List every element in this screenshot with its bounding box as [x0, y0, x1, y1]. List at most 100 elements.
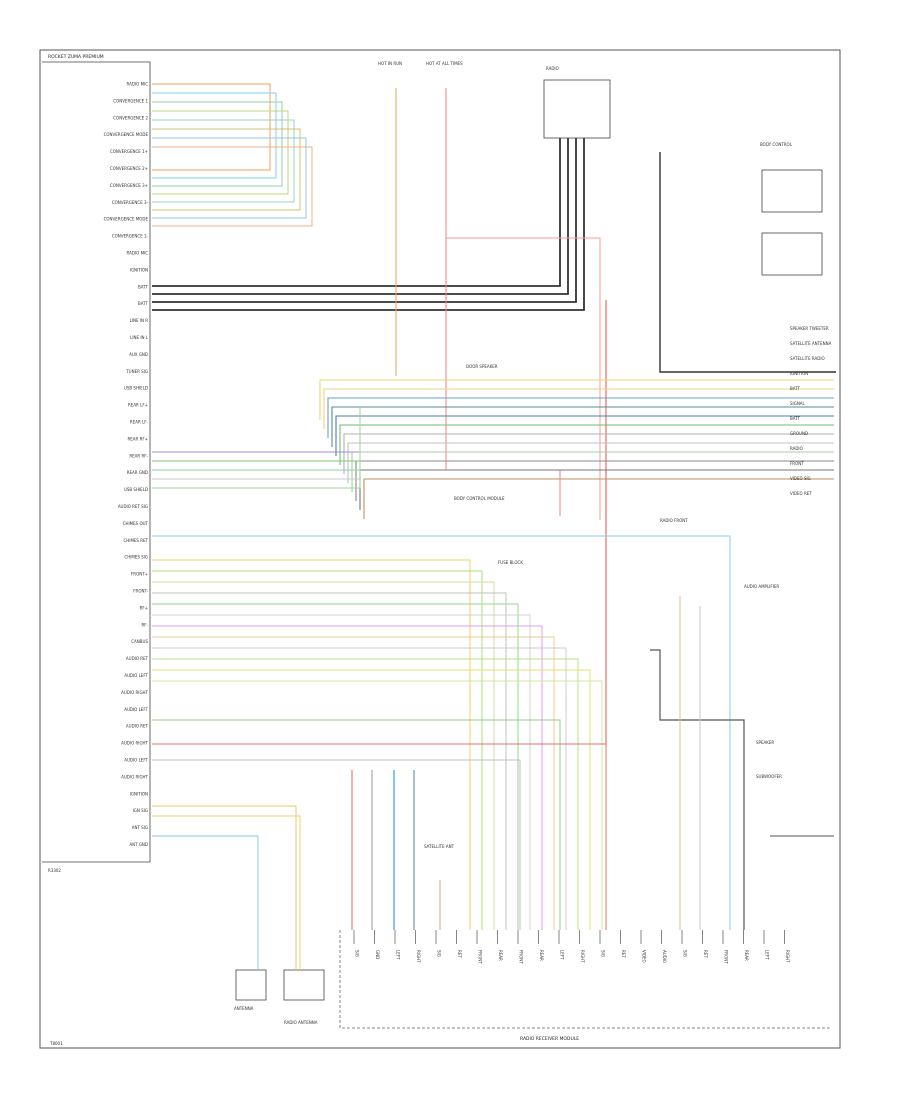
- amplifier-wire: [152, 669, 591, 930]
- left-module-outline: [42, 61, 151, 863]
- bottom-pin-label: LEFT: [765, 950, 770, 960]
- left-pin-label: AUDIO LEFT: [124, 673, 148, 678]
- left-pin-label: AUDIO RET: [126, 724, 149, 729]
- left-pin-label: RF-: [141, 622, 148, 627]
- right-pin-label: FRONT: [790, 461, 804, 466]
- amplifier-wire: [152, 570, 483, 930]
- bottom-pin-label: SIG: [683, 950, 688, 957]
- diagram-frame: [39, 49, 841, 1049]
- left-pin-label: CONVERGENCE 3+: [110, 183, 148, 188]
- bottom-pin-label: REAR: [744, 950, 749, 961]
- left-pin-label: USB SHIELD: [124, 386, 148, 391]
- left-pin-label: CONVERGENCE MODE: [104, 132, 149, 137]
- left-pin-label: CONVERGENCE 3-: [112, 200, 149, 205]
- left-pin-label: BATT: [138, 284, 149, 289]
- left-pin-label: AUDIO LEFT: [124, 758, 148, 763]
- right-pin-label: SPEAKER TWEETER: [790, 326, 829, 331]
- antenna-signal-wire-2: [152, 815, 301, 970]
- signal-wire: [339, 424, 834, 465]
- top-label-hot-in-run: HOT IN RUN: [378, 61, 402, 66]
- signal-wire: [359, 469, 834, 510]
- antenna-signal-wire: [152, 805, 297, 970]
- left-pin-label: CONVERGENCE 1+: [110, 149, 148, 154]
- callout-satellite-ant: SATELLITE ANT: [424, 844, 455, 849]
- cyan-amp-wire: [152, 535, 731, 930]
- bottom-pin-label: RIGHT: [416, 950, 421, 963]
- antenna-ground-wire: [152, 835, 259, 970]
- callout-body-control-module: BODY CONTROL MODULE: [454, 496, 505, 501]
- mid-wire: [152, 432, 361, 462]
- bottom-pin-label: SIG: [437, 950, 442, 957]
- left-pin-label: FRONT-: [133, 589, 148, 594]
- amplifier-wire: [152, 559, 471, 930]
- callout-audio-amplifier: AUDIO AMPLIFIER: [744, 584, 779, 589]
- signal-wire: [335, 415, 834, 456]
- left-pin-label: FRONT+: [131, 572, 148, 577]
- mid-wire: [152, 424, 361, 471]
- left-pin-label: CONVERGENCE 2: [113, 115, 148, 120]
- bottom-pin-label: RIGHT: [785, 950, 790, 963]
- left-pin-label: LINE IN R: [130, 318, 149, 323]
- bottom-pin-label: REAR: [539, 950, 544, 961]
- convergence-wire: [152, 101, 283, 187]
- left-pin-label: REAR RF+: [127, 436, 148, 441]
- amplifier-wire: [152, 636, 555, 930]
- bottom-pin-label: RIGHT: [580, 950, 585, 963]
- mid-wire: [152, 408, 361, 489]
- convergence-wire: [152, 137, 307, 219]
- left-pin-label: LINE IN L: [130, 335, 149, 340]
- left-pin-label: USB SHIELD: [124, 487, 148, 492]
- amplifier-wire: [152, 581, 495, 930]
- antenna-label-a: ANTENNA: [234, 1006, 254, 1011]
- right-pin-label: GROUND: [790, 431, 808, 436]
- left-pin-label: CONVERGENCE 1: [113, 98, 148, 103]
- amplifier-wire: [152, 592, 507, 930]
- satellite-radio-box: [761, 232, 823, 276]
- amplifier-wire: [152, 614, 531, 930]
- right-pin-label: IGNITION: [790, 371, 808, 376]
- antenna-box-left: [235, 969, 267, 1001]
- amplifier-wire: [152, 680, 603, 930]
- convergence-wire: [152, 83, 271, 171]
- bottom-pin-label: LEFT: [396, 950, 401, 960]
- left-pin-label: ANT SIG: [132, 825, 148, 830]
- callout-fuse-block: FUSE BLOCK: [498, 560, 523, 565]
- signal-wire: [347, 442, 834, 483]
- title-block-label: ROCKET ZUMA PREMIUM: [48, 54, 104, 60]
- bottom-left-code-label: T8001: [49, 1041, 63, 1046]
- bottom-pin-label: GND: [375, 950, 380, 959]
- convergence-wire: [152, 92, 277, 179]
- bottom-pin-label: SIG: [601, 950, 606, 957]
- amplifier-wire: [152, 658, 579, 930]
- signal-wire: [319, 379, 834, 420]
- signal-wire: [355, 460, 834, 501]
- top-connector-label: RADIO: [546, 66, 559, 71]
- bottom-pin-label: RET: [703, 950, 708, 958]
- left-pin-label: CANBUS: [131, 639, 148, 644]
- top-label-hot-at-all-times: HOT AT ALL TIMES: [426, 61, 463, 66]
- right-pin-label: SATELLITE ANTENNA: [790, 341, 832, 346]
- left-pin-label: RADIO MIC: [127, 251, 149, 256]
- signal-wire: [343, 433, 834, 474]
- right-pin-label: SIGNAL: [790, 401, 806, 406]
- green-audio-wire: [152, 719, 561, 930]
- bottom-pin-label: REAR: [498, 950, 503, 961]
- battery-bundle-wire: [152, 138, 561, 287]
- red-audio-wire: [152, 743, 607, 930]
- right-pin-label: VIDEO SIG: [790, 476, 811, 481]
- left-pin-label: CHIMES OUT: [123, 521, 149, 526]
- right-pin-label: BATT: [790, 386, 801, 391]
- left-pin-label: BATT: [138, 301, 149, 306]
- signal-wire: [327, 397, 834, 438]
- battery-bundle-wire: [152, 138, 585, 311]
- callout-body-control: BODY CONTROL: [760, 142, 793, 147]
- bottom-module-outline: [339, 930, 830, 1029]
- antenna-label-b: RADIO ANTENNA: [284, 1020, 318, 1025]
- left-pin-labels: RADIO MIC CONVERGENCE 1 CONVERGENCE 2 CONVE…: [104, 82, 149, 848]
- callout-subwoofer: SUBWOOFER: [756, 774, 782, 779]
- left-pin-label: REAR LF-: [130, 420, 149, 425]
